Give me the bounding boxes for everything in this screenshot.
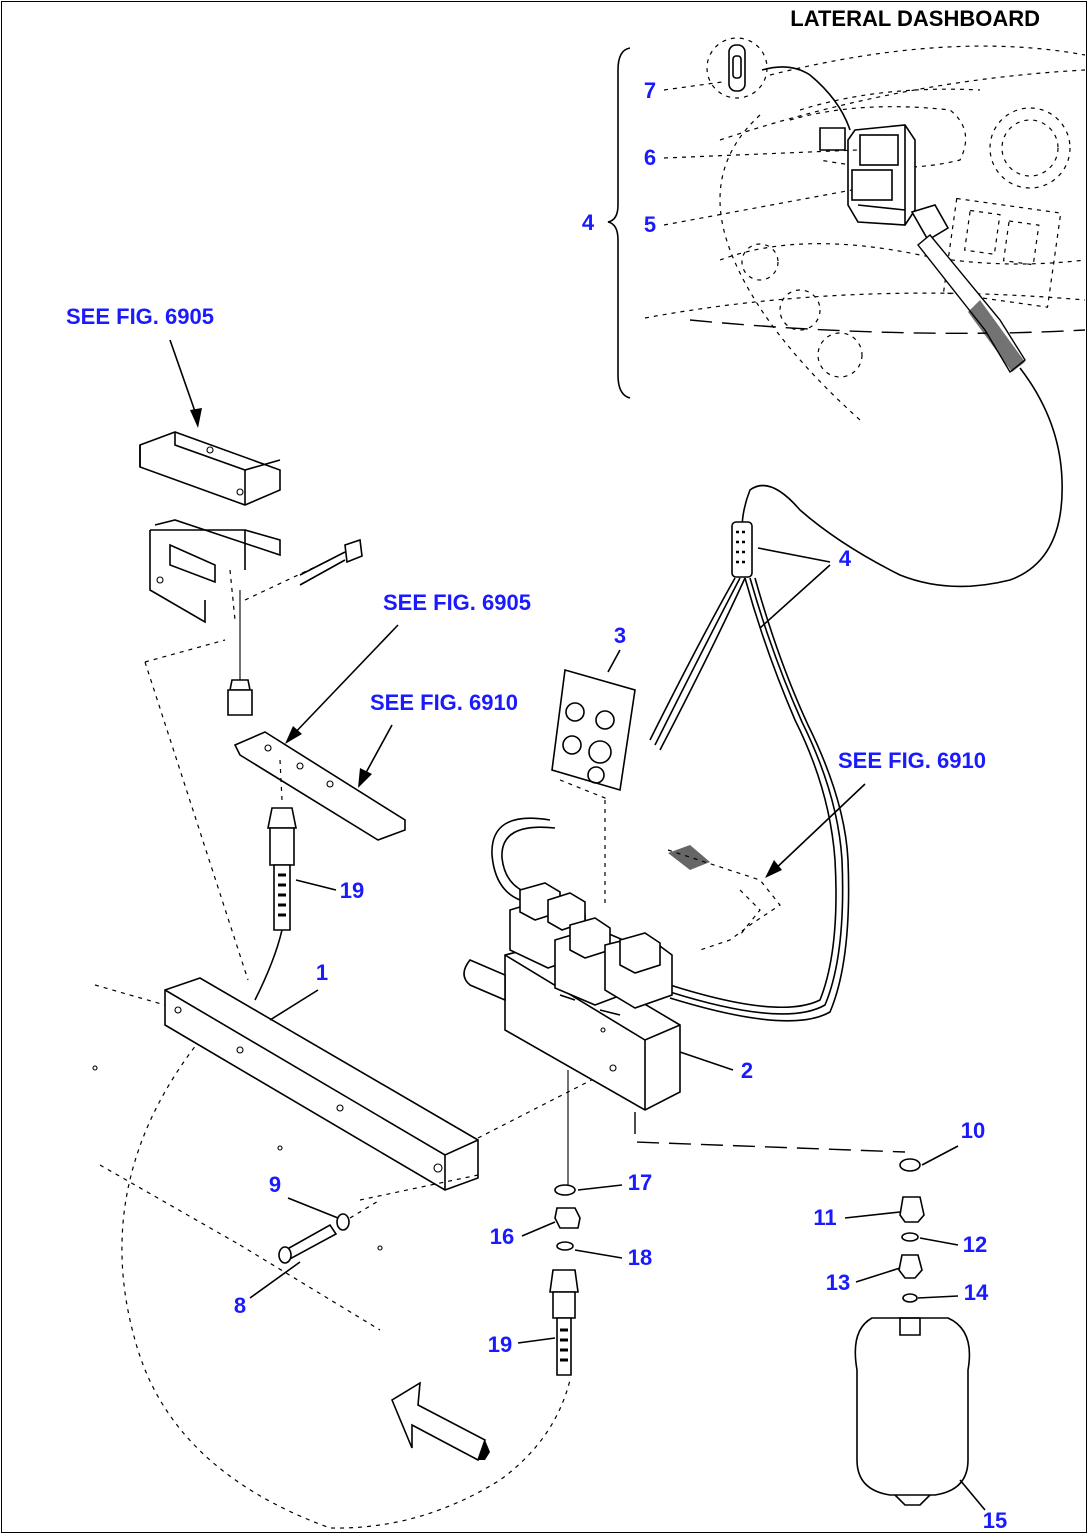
hose-19-upper [254,807,297,1001]
reference-fig-6910-left: SEE FIG. 6910 [370,690,518,715]
upper-bracket [139,431,363,716]
callout-9: 9 [269,1172,281,1197]
callout-6: 6 [644,145,656,170]
callout-5: 5 [644,212,656,237]
callout-8: 8 [234,1293,246,1318]
callout-4-group: 4 [582,210,595,235]
callout-7: 7 [644,78,656,103]
dashboard-inset [607,37,1086,588]
reference-fig-6905-lower: SEE FIG. 6905 [383,590,531,615]
wire-harness [491,521,850,1022]
callout-15: 15 [983,1508,1007,1533]
front-direction-arrow [390,1381,490,1462]
manifold-tee [233,731,406,841]
diagram-title: LATERAL DASHBOARD [790,6,1040,31]
accumulator [854,1158,971,1506]
callout-14: 14 [964,1280,989,1305]
instruction-card [551,668,636,905]
callout-2: 2 [741,1058,753,1083]
right-connector [667,845,781,951]
valve-block [463,882,681,1111]
group-brace [607,47,631,399]
callout-16: 16 [490,1224,514,1249]
reference-fig-6905-upper: SEE FIG. 6905 [66,304,214,329]
callout-19-upper: 19 [340,878,364,903]
screw-washer [92,1065,383,1331]
callout-12: 12 [963,1232,987,1257]
center-fittings [549,1184,581,1376]
callout-10: 10 [961,1118,985,1143]
callout-18: 18 [628,1245,652,1270]
callout-1: 1 [316,960,328,985]
mounting-bar [94,977,616,1201]
callout-4: 4 [839,546,852,571]
callout-11: 11 [813,1205,836,1230]
callout-19-lower: 19 [488,1332,512,1357]
reference-fig-6910-right: SEE FIG. 6910 [838,748,986,773]
callout-17: 17 [628,1170,652,1195]
callout-13: 13 [826,1270,850,1295]
callout-3: 3 [614,623,626,648]
